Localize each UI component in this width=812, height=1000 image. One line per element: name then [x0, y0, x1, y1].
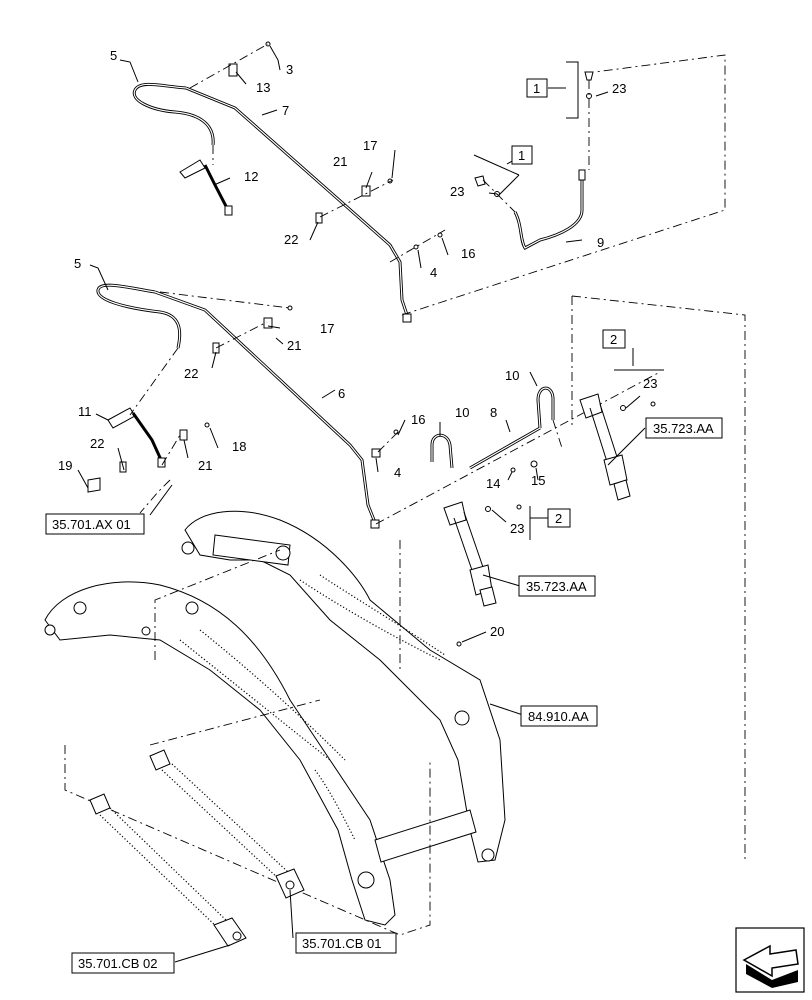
callout-21: 21: [198, 458, 212, 473]
ref-35-701-ax-01[interactable]: 35.701.AX 01: [45, 513, 145, 535]
callout-23: 23: [450, 184, 464, 199]
ref-35-723-aa-right[interactable]: 35.723.AA: [645, 417, 723, 439]
callout-3: 3: [286, 62, 293, 77]
navigation-arrow-icon[interactable]: [735, 927, 805, 993]
callout-17: 17: [363, 138, 377, 153]
group-boxes: 1 1 2 2: [511, 78, 626, 528]
callout-4: 4: [430, 265, 437, 280]
callout-4: 4: [394, 465, 401, 480]
svg-text:35.701.AX 01: 35.701.AX 01: [52, 517, 131, 532]
reference-boxes: 35.701.AX 01 35.723.AA 35.723.AA 84.910.…: [45, 417, 723, 974]
callout-21: 21: [287, 338, 301, 353]
callout-8: 8: [490, 405, 497, 420]
callout-22: 22: [284, 232, 298, 247]
callout-15: 15: [531, 473, 545, 488]
callout-10: 10: [505, 368, 519, 383]
callout-5: 5: [74, 256, 81, 271]
callout-5: 5: [110, 48, 117, 63]
loader-arm-frame: [44, 510, 506, 936]
group-box-2-left[interactable]: 2: [547, 508, 571, 528]
callout-7: 7: [282, 103, 289, 118]
svg-text:2: 2: [610, 332, 617, 347]
group-box-2-right[interactable]: 2: [602, 329, 626, 349]
svg-text:35.723.AA: 35.723.AA: [526, 579, 587, 594]
group-box-1-upper[interactable]: 1: [526, 78, 548, 98]
ref-35-701-cb-02[interactable]: 35.701.CB 02: [71, 952, 175, 974]
ref-35-723-aa-left[interactable]: 35.723.AA: [518, 575, 596, 597]
callout-16: 16: [461, 246, 475, 261]
callout-20: 20: [490, 624, 504, 639]
group-box-1-middle[interactable]: 1: [511, 145, 533, 165]
callout-17: 17: [320, 321, 334, 336]
svg-text:35.701.CB 02: 35.701.CB 02: [78, 956, 158, 971]
svg-text:2: 2: [555, 511, 562, 526]
svg-text:1: 1: [533, 81, 540, 96]
svg-text:84.910.AA: 84.910.AA: [528, 709, 589, 724]
callout-numbers: 3 13 5 7 12 21 17 22 4 16 23 23 9 5 6 17…: [58, 48, 657, 639]
callout-10: 10: [455, 405, 469, 420]
callout-22: 22: [90, 436, 104, 451]
tilt-cylinders: [443, 393, 631, 607]
callout-12: 12: [244, 169, 258, 184]
callout-9: 9: [597, 235, 604, 250]
callout-21: 21: [333, 154, 347, 169]
lower-tube-assembly: [87, 283, 746, 860]
callout-23: 23: [612, 81, 626, 96]
callout-14: 14: [486, 476, 500, 491]
callout-23: 23: [643, 376, 657, 391]
callout-13: 13: [256, 80, 270, 95]
callout-23: 23: [510, 521, 524, 536]
callout-11: 11: [78, 404, 92, 419]
callout-19: 19: [58, 458, 72, 473]
svg-text:35.701.CB 01: 35.701.CB 01: [302, 936, 382, 951]
lift-cylinders: [89, 749, 305, 947]
callout-6: 6: [338, 386, 345, 401]
callout-22: 22: [184, 366, 198, 381]
svg-text:35.723.AA: 35.723.AA: [653, 421, 714, 436]
ref-84-910-aa[interactable]: 84.910.AA: [520, 705, 598, 727]
upper-tube-assembly: [132, 41, 726, 323]
callout-18: 18: [232, 439, 246, 454]
callout-16: 16: [411, 412, 425, 427]
svg-text:1: 1: [518, 148, 525, 163]
ref-35-701-cb-01[interactable]: 35.701.CB 01: [295, 932, 397, 954]
